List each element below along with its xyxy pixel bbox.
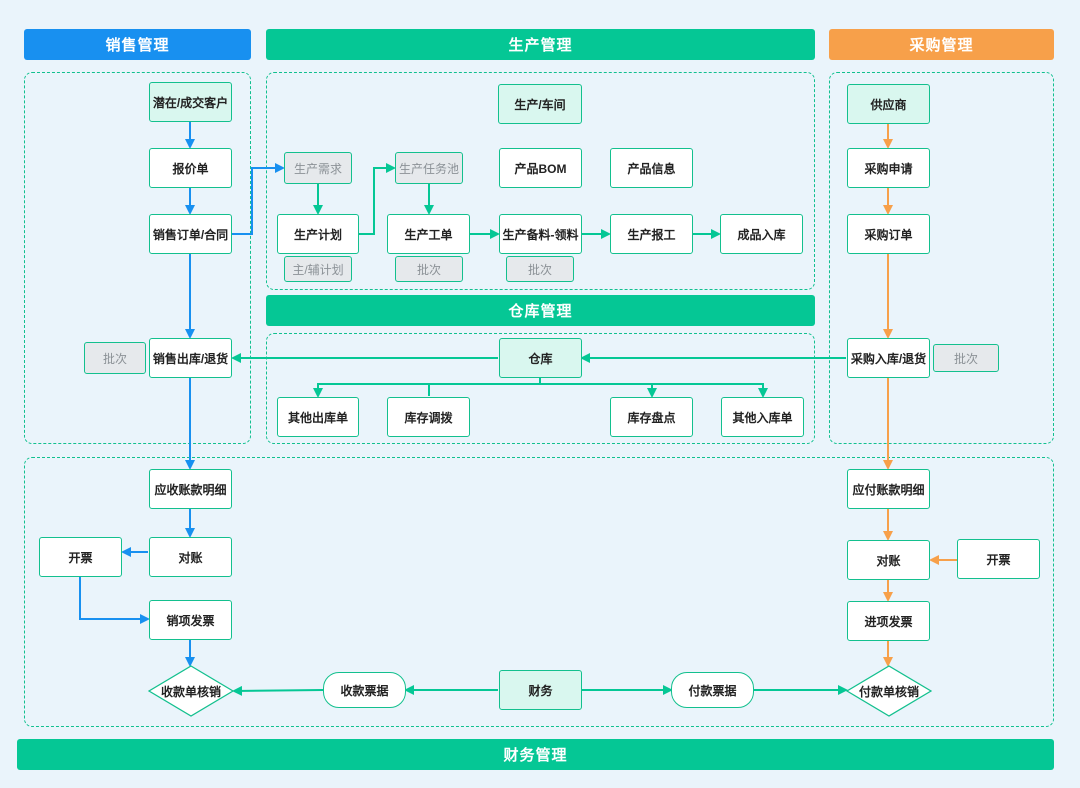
purchase-batch-node[interactable]: 批次: [933, 344, 999, 372]
production-header: 生产管理: [266, 29, 815, 60]
payment-bill-node[interactable]: 付款票据: [671, 672, 754, 708]
purchase-inbound-node[interactable]: 采购入库/退货: [847, 338, 930, 378]
receipt-writeoff-label: 收款单核销: [160, 684, 221, 699]
customer-node[interactable]: 潜在/成交客户: [149, 82, 232, 122]
purchase-request-node[interactable]: 采购申请: [847, 148, 930, 188]
payable-node[interactable]: 应付账款明细: [847, 469, 930, 509]
receipt-writeoff-node[interactable]: 收款单核销: [148, 665, 234, 717]
ar-reconcile-node[interactable]: 对账: [149, 537, 232, 577]
receivable-node[interactable]: 应收账款明细: [149, 469, 232, 509]
sales-header: 销售管理: [24, 29, 251, 60]
plan-sub-node[interactable]: 主/辅计划: [284, 256, 352, 282]
purchase-zone: [829, 72, 1054, 444]
product-info-node[interactable]: 产品信息: [610, 148, 693, 188]
transfer-node[interactable]: 库存调拨: [387, 397, 470, 437]
ar-invoicing-node[interactable]: 开票: [39, 537, 122, 577]
work-order-batch-node[interactable]: 批次: [395, 256, 463, 282]
workshop-node[interactable]: 生产/车间: [498, 84, 582, 124]
task-pool-node[interactable]: 生产任务池: [395, 152, 463, 184]
finance-zone: [24, 457, 1054, 727]
material-node[interactable]: 生产备料-领料: [499, 214, 582, 254]
diamond-shape: [846, 665, 932, 717]
stocktake-node[interactable]: 库存盘点: [610, 397, 693, 437]
sales-invoice-node[interactable]: 销项发票: [149, 600, 232, 640]
receipt-bill-node[interactable]: 收款票据: [323, 672, 406, 708]
purchase-order-node[interactable]: 采购订单: [847, 214, 930, 254]
production-demand-node[interactable]: 生产需求: [284, 152, 352, 184]
material-batch-node[interactable]: 批次: [506, 256, 574, 282]
other-outbound-node[interactable]: 其他出库单: [277, 397, 359, 437]
finance-node[interactable]: 财务: [499, 670, 582, 710]
diamond-shape: [148, 665, 234, 717]
supplier-node[interactable]: 供应商: [847, 84, 930, 124]
sales-outbound-node[interactable]: 销售出库/退货: [149, 338, 232, 378]
production-zone: [266, 72, 815, 290]
sales-batch-node[interactable]: 批次: [84, 342, 146, 374]
ap-reconcile-node[interactable]: 对账: [847, 540, 930, 580]
other-inbound-node[interactable]: 其他入库单: [721, 397, 804, 437]
finance-header: 财务管理: [17, 739, 1054, 770]
production-report-node[interactable]: 生产报工: [610, 214, 693, 254]
purchase-invoice-node[interactable]: 进项发票: [847, 601, 930, 641]
payment-writeoff-label: 付款单核销: [858, 684, 919, 699]
production-plan-node[interactable]: 生产计划: [277, 214, 359, 254]
purchase-header: 采购管理: [829, 29, 1054, 60]
ap-invoicing-node[interactable]: 开票: [957, 539, 1040, 579]
warehouse-node[interactable]: 仓库: [499, 338, 582, 378]
work-order-node[interactable]: 生产工单: [387, 214, 470, 254]
finished-inbound-node[interactable]: 成品入库: [720, 214, 803, 254]
quote-node[interactable]: 报价单: [149, 148, 232, 188]
sales-zone: [24, 72, 251, 444]
warehouse-header: 仓库管理: [266, 295, 815, 326]
sales-order-node[interactable]: 销售订单/合同: [149, 214, 232, 254]
payment-writeoff-node[interactable]: 付款单核销: [846, 665, 932, 717]
bom-node[interactable]: 产品BOM: [499, 148, 582, 188]
warehouse-zone: [266, 333, 815, 444]
